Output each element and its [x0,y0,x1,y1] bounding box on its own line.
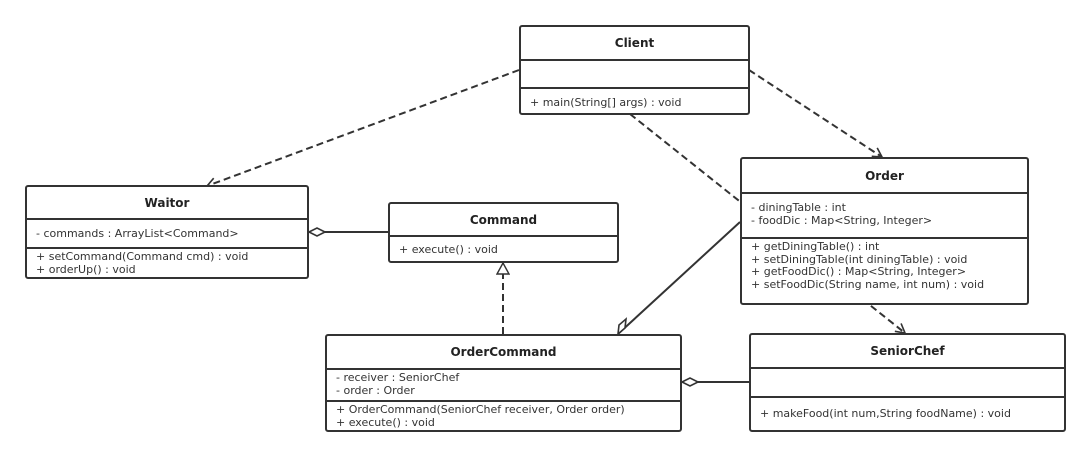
method: + execute() : void [399,243,498,256]
class-order[interactable]: Order - diningTable : int - foodDic : Ma… [740,157,1029,305]
class-name: Command [390,204,617,237]
method: + orderUp() : void [36,262,136,276]
method: + setCommand(Command cmd) : void [36,250,249,263]
method: + getFoodDic() : Map<String, Integer> [751,265,967,278]
class-name: SeniorChef [751,335,1064,369]
attributes-section: - diningTable : int - foodDic : Map<Stri… [742,194,1027,239]
method: + OrderCommand(SeniorChef receiver, Orde… [336,403,625,416]
class-client[interactable]: Client + main(String[] args) : void [519,25,750,115]
dependency-client-order [748,69,884,158]
class-ordercommand[interactable]: OrderCommand - receiver : SeniorChef - o… [325,334,682,432]
attribute: - commands : ArrayList<Command> [36,227,239,240]
methods-section: + makeFood(int num,String foodName) : vo… [751,398,1064,421]
aggregation-diamond-waitor [307,227,327,237]
method: + getDiningTable() : int [751,240,880,253]
method: + makeFood(int num,String foodName) : vo… [760,407,1011,420]
attribute: - receiver : SeniorChef [336,371,460,384]
class-name: OrderCommand [327,336,680,370]
class-name: Client [521,27,748,61]
method: + setFoodDic(String name, int num) : voi… [751,277,985,291]
class-command[interactable]: Command + execute() : void [388,202,619,263]
class-name: Waitor [27,187,307,220]
attributes-section: - receiver : SeniorChef - order : Order [327,370,680,402]
aggregation-diamond-ordercommand-top [616,317,628,336]
methods-section: + setCommand(Command cmd) : void + order… [27,249,307,276]
methods-section: + main(String[] args) : void [521,89,748,110]
methods-section: + execute() : void [390,237,617,257]
methods-section: + OrderCommand(SeniorChef receiver, Orde… [327,402,680,429]
aggregation-diamond-ordercommand-right [680,377,700,387]
attributes-section: - commands : ArrayList<Command> [27,220,307,249]
attribute: - diningTable : int [751,201,846,214]
attributes-section [751,369,1064,398]
class-name: Order [742,159,1027,194]
attributes-section [521,61,748,89]
method: + execute() : void [336,415,435,429]
method: + main(String[] args) : void [530,96,682,109]
methods-section: + getDiningTable() : int + setDiningTabl… [742,239,1027,291]
dependency-client-waitor [205,69,520,189]
aggregation-order-ordercommand [617,221,741,335]
class-waitor[interactable]: Waitor - commands : ArrayList<Command> +… [25,185,309,279]
attribute: - foodDic : Map<String, Integer> [751,213,933,227]
class-seniorchef[interactable]: SeniorChef + makeFood(int num,String foo… [749,333,1066,432]
attribute: - order : Order [336,383,415,397]
method: + setDiningTable(int diningTable) : void [751,252,968,266]
